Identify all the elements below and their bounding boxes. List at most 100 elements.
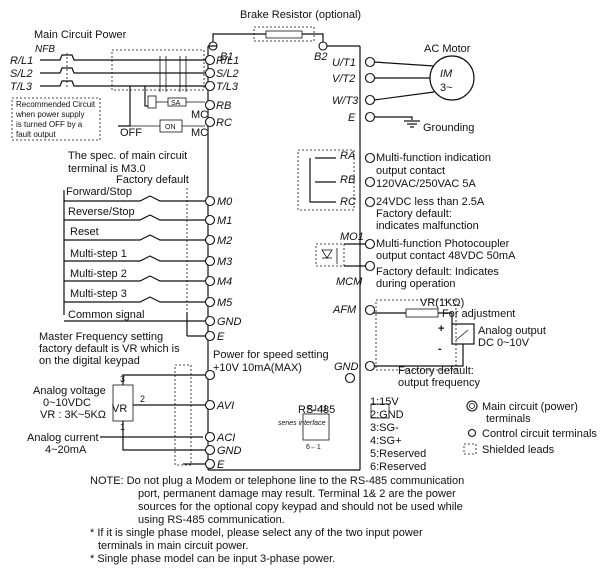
terminal-rc-label: RC (340, 196, 356, 208)
rc-label-left: RC (216, 117, 232, 129)
terminal-rb (364, 176, 376, 188)
terminal-m0 (204, 195, 216, 207)
terminal-t-l3 (204, 80, 216, 92)
analog-voltage-range: 0~10VDC (43, 397, 91, 409)
terminal-rc (364, 196, 376, 208)
spec-line-1: The spec. of main circuit (68, 150, 187, 162)
meter-line-2: DC 0~10V (478, 337, 530, 349)
photo-line-1: Multi-function Photocoupler (376, 238, 510, 250)
rs485-pin-6: 6:Reserved (370, 461, 427, 473)
terminal-rc-power (204, 116, 216, 128)
terminal-w-t3 (364, 94, 376, 106)
rs485-pin-3: 3:SG- (370, 422, 399, 434)
terminal-avi (204, 399, 216, 411)
analog-current-title: Analog current (27, 432, 99, 444)
terminal-e-control (204, 330, 216, 342)
mc-label-top: MC (191, 109, 208, 121)
photo-line-4: during operation (376, 278, 456, 290)
rj11-label: RJ-11 (307, 404, 328, 413)
relay-line-6: indicates malfunction (376, 220, 479, 232)
photo-line-3: Factory default: Indicates (376, 266, 499, 278)
factory-default-label: Factory default (116, 174, 189, 186)
afm-minus: - (438, 343, 442, 355)
legend-main-2: terminals (486, 413, 531, 425)
terminal-w-label: W/T3 (332, 95, 359, 107)
rs485: RS-485 series interface RJ-11 6←1 1:15V … (278, 403, 390, 451)
legend: Main circuit (power) terminals Control c… (463, 400, 597, 456)
terminal-mo1-label: MO1 (340, 231, 364, 243)
rs485-pin-2: 2:GND (370, 409, 404, 421)
note-line-5: * If it is single phase model, please se… (90, 527, 423, 539)
terminal-gnd-afm (364, 360, 376, 372)
relay-output: RA RB RC Multi-function indication outpu… (297, 149, 491, 232)
terminal-mcm-label: MCM (336, 276, 363, 288)
input-label-m0: Forward/Stop (66, 186, 132, 198)
afm-output: AFM VR(1KΩ) For adjustment + - Analog ou… (332, 297, 546, 389)
afm-factory-line-1: Factory default: (398, 365, 474, 377)
afm-vr-resistor (405, 308, 439, 318)
ac-motor: AC Motor IM 3~ U/T1 V/T2 W/T3 E Groundin… (332, 43, 475, 134)
terminal-s-l2 (204, 67, 216, 79)
mc-label-bottom: MC (191, 127, 208, 139)
vr-pin-2: 2 (140, 394, 145, 404)
terminal-e-afm (344, 372, 356, 384)
speed-line-2: +10V 10mA(MAX) (213, 362, 302, 374)
terminal-rb-power (204, 99, 216, 111)
off-label: OFF (120, 127, 142, 139)
input-label-m2: Reset (70, 226, 99, 238)
terminal-mcm (364, 260, 376, 272)
terminal-m0-label: M0 (217, 196, 233, 208)
legend-shield-icon (463, 443, 477, 455)
legend-shield: Shielded leads (482, 444, 555, 456)
vr-label: VR (112, 403, 127, 415)
control-inputs: Factory default Forward/Stop M0 Reverse/… (63, 174, 242, 343)
brake-resistor-title: Brake Resistor (optional) (240, 9, 361, 21)
motor-phase: 3~ (440, 82, 453, 94)
note: NOTE: Do not plug a Modem or telephone l… (90, 475, 464, 565)
recommended-line-1: Recommended Circuit (16, 100, 96, 109)
afm-factory-line-2: output frequency (398, 377, 480, 389)
recommended-line-2: when power supply (15, 110, 84, 119)
afm-plus: + (438, 323, 444, 335)
terminal-gnd-analog (204, 444, 216, 456)
terminal-m4-label: M4 (217, 276, 232, 288)
terminal-m2-label: M2 (217, 235, 232, 247)
recommended-line-3: is turned OFF by a (16, 120, 83, 129)
terminal-aci-label: ACI (216, 432, 235, 444)
label-b2: B2 (314, 51, 327, 63)
terminal-mo1 (364, 238, 376, 250)
terminal-e-label: E (348, 112, 356, 124)
rs485-title: RS-485 (298, 404, 335, 416)
relay-line-3: 120VAC/250VAC 5A (376, 178, 477, 190)
terminal-m1-label: M1 (217, 215, 232, 227)
analog-inputs: Analog voltage 0~10VDC VR : 3K~5KΩ VR 3 … (27, 364, 242, 471)
terminal-ra-label: RA (340, 150, 355, 162)
terminal-u-label: U/T1 (332, 57, 356, 69)
terminal-t-label: T/L3 (216, 81, 239, 93)
terminal-r-label: R/L1 (216, 55, 239, 67)
grounding-label: Grounding (423, 122, 474, 134)
terminal-e-analog-label: E (217, 459, 225, 471)
master-line-3: on the digital keypad (39, 355, 140, 367)
relay-line-1: Multi-function indication (376, 152, 491, 164)
photo-line-2: output contact 48VDC 50mA (376, 250, 516, 262)
note-line-3: sources for the optional copy keypad and… (138, 501, 463, 513)
relay-line-2: output contact (376, 165, 445, 177)
input-s: S/L2 (10, 68, 33, 80)
main-circuit-power: Main Circuit Power NFB R/L1 S/L2 T/L3 R/… (10, 29, 239, 141)
legend-control: Control circuit terminals (482, 428, 597, 440)
relay-line-5: Factory default: (376, 208, 452, 220)
note-line-2: port, permanent damage may result. Termi… (138, 488, 456, 500)
terminal-avi-label: AVI (216, 400, 234, 412)
motor-title: AC Motor (424, 43, 471, 55)
terminal-rb-label: RB (340, 174, 355, 186)
main-power-title: Main Circuit Power (34, 29, 127, 41)
relay-line-4: 24VDC less than 2.5A (376, 196, 485, 208)
legend-main-icon (466, 400, 478, 412)
analog-voltage-vr: VR : 3K~5KΩ (40, 409, 106, 421)
analog-voltage-title: Analog voltage (33, 385, 106, 397)
terminal-e-analog (204, 458, 216, 470)
brake-resistor-element (265, 30, 303, 39)
input-label-m3: Multi-step 1 (70, 248, 127, 260)
input-label-m4: Multi-step 2 (70, 268, 127, 280)
